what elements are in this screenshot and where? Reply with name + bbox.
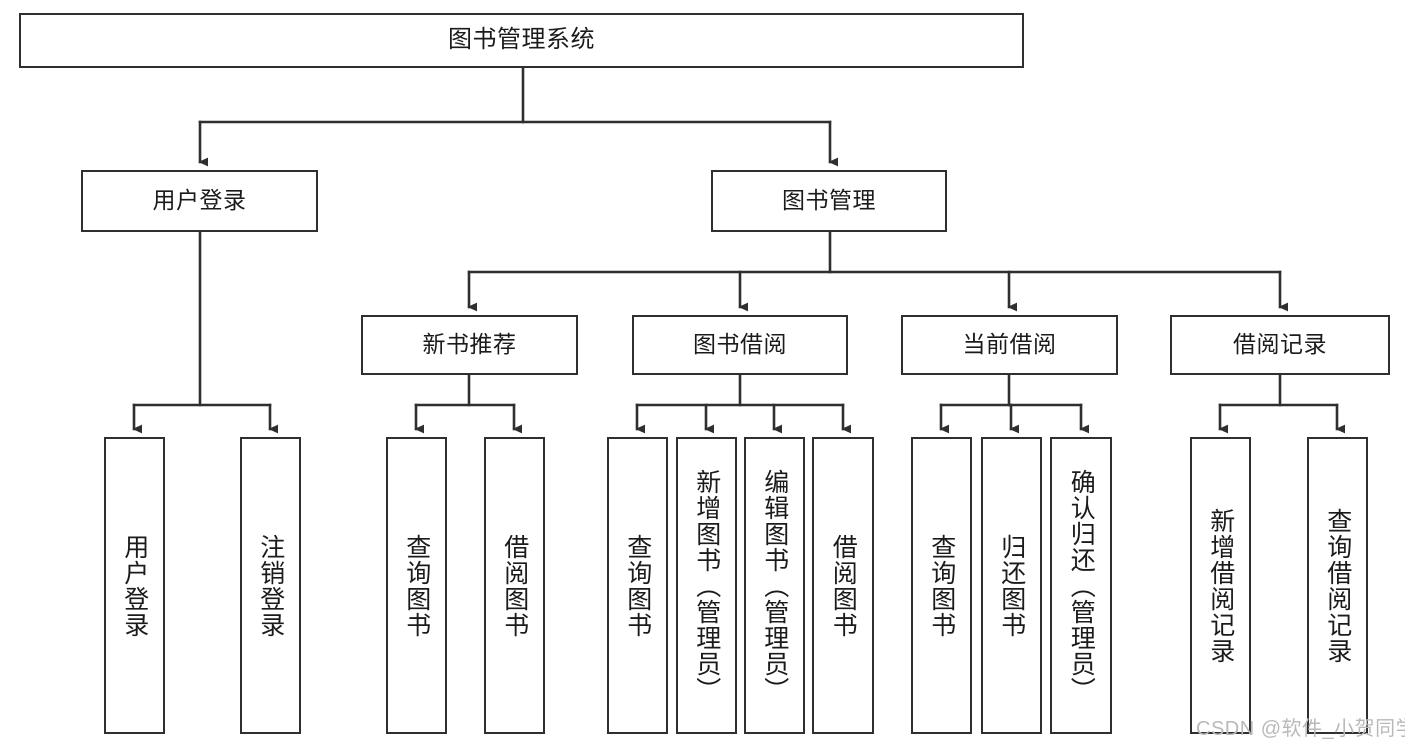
leaf-query-record[interactable]: 查询借阅记录 (1307, 437, 1368, 734)
leaf-logout-label: 注销登录 (256, 533, 285, 638)
leaf-query-book-2[interactable]: 查询图书 (607, 437, 668, 734)
leaf-logout[interactable]: 注销登录 (240, 437, 301, 734)
leaf-confirm-return-label: 确认归还（管理员） (1067, 468, 1096, 703)
node-user-login[interactable]: 用户登录 (81, 170, 318, 232)
node-book-manage[interactable]: 图书管理 (711, 170, 947, 232)
leaf-return-book-label: 归还图书 (997, 533, 1026, 638)
leaf-query-book-3-label: 查询图书 (927, 533, 956, 638)
node-borrow-record[interactable]: 借阅记录 (1170, 315, 1390, 375)
node-root[interactable]: 图书管理系统 (19, 13, 1024, 68)
node-new-book-recommend-label: 新书推荐 (422, 331, 517, 358)
leaf-query-book-2-label: 查询图书 (623, 533, 652, 638)
leaf-query-book-1-label: 查询图书 (402, 533, 431, 638)
node-borrow-record-label: 借阅记录 (1233, 331, 1327, 358)
leaf-borrow-book-1-label: 借阅图书 (500, 533, 529, 638)
leaf-query-record-label: 查询借阅记录 (1323, 507, 1352, 664)
node-book-borrow[interactable]: 图书借阅 (632, 315, 848, 375)
node-current-borrow[interactable]: 当前借阅 (901, 315, 1118, 375)
leaf-user-login-label: 用户登录 (120, 533, 149, 638)
leaf-add-record-label: 新增借阅记录 (1206, 507, 1235, 664)
leaf-add-book-label: 新增图书（管理员） (692, 468, 721, 703)
csdn-watermark: CSDN @软件_小贺同学 (1196, 718, 1405, 740)
leaf-borrow-book-1[interactable]: 借阅图书 (484, 437, 545, 734)
leaf-add-book[interactable]: 新增图书（管理员） (676, 437, 737, 734)
node-book-borrow-label: 图书借阅 (693, 331, 787, 358)
node-root-label: 图书管理系统 (448, 26, 595, 54)
leaf-confirm-return[interactable]: 确认归还（管理员） (1050, 437, 1112, 734)
leaf-borrow-book-2-label: 借阅图书 (829, 533, 858, 638)
leaf-edit-book[interactable]: 编辑图书（管理员） (744, 437, 805, 734)
node-current-borrow-label: 当前借阅 (962, 331, 1057, 358)
leaf-return-book[interactable]: 归还图书 (981, 437, 1042, 734)
leaf-borrow-book-2[interactable]: 借阅图书 (812, 437, 874, 734)
leaf-user-login[interactable]: 用户登录 (104, 437, 165, 734)
node-new-book-recommend[interactable]: 新书推荐 (361, 315, 578, 375)
leaf-query-book-1[interactable]: 查询图书 (386, 437, 447, 734)
leaf-query-book-3[interactable]: 查询图书 (911, 437, 972, 734)
node-book-manage-label: 图书管理 (782, 187, 876, 214)
node-user-login-label: 用户登录 (152, 187, 247, 214)
leaf-add-record[interactable]: 新增借阅记录 (1190, 437, 1251, 734)
leaf-edit-book-label: 编辑图书（管理员） (760, 468, 789, 703)
